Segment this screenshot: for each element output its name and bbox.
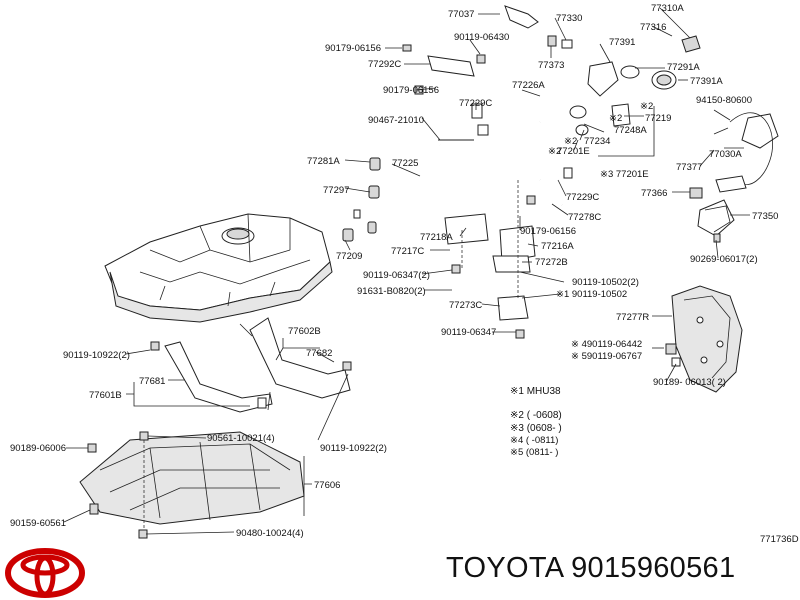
- label-77229C-a: 77229C: [459, 98, 492, 109]
- label-77209: 77209: [336, 251, 362, 262]
- note-x3: ※3 (0608- ): [510, 423, 562, 434]
- label-90179-06156-b: 90179-06156: [383, 85, 439, 96]
- label-90119-06347-2: 90119-06347(2): [363, 270, 430, 281]
- label-90561-10021: 90561-10021(4): [207, 433, 275, 444]
- label-77366: 77366: [641, 188, 667, 199]
- label-90159-60561: 90159-60561: [10, 518, 66, 529]
- label-77278C: 77278C: [568, 212, 601, 223]
- label-90119-06430: 90119-06430: [454, 32, 509, 43]
- label-77681: 77681: [139, 376, 165, 387]
- label-77272B: 77272B: [535, 257, 568, 268]
- label-77391A: 77391A: [690, 76, 723, 87]
- label-490119-06442: ※ 490119-06442: [571, 339, 642, 350]
- label-77273C: 77273C: [449, 300, 482, 311]
- label-77291A: 77291A: [667, 62, 700, 73]
- label-77601B: 77601B: [89, 390, 122, 401]
- pipe-brackets: [444, 180, 536, 339]
- label-77316: 77316: [640, 22, 666, 33]
- label-77248A: 77248A: [614, 125, 647, 136]
- label-90119-10502-2: 90119-10502(2): [572, 277, 639, 288]
- label-77030A: 77030A: [709, 149, 742, 160]
- label-77391: 77391: [609, 37, 635, 48]
- brand-part-number: TOYOTA 9015960561: [446, 552, 776, 596]
- note-x2: ※2 ( -0608): [510, 410, 562, 421]
- label-77216A: 77216A: [541, 241, 574, 252]
- label-90189-06006: 90189-06006: [10, 443, 66, 454]
- label-77037: 77037: [448, 9, 474, 20]
- label-90119-10922-a: 90119-10922(2): [63, 350, 130, 361]
- label-x2-77201E: ※2: [548, 146, 561, 157]
- label-90179-06156-c: 90179-06156: [520, 226, 576, 237]
- label-77234: 77234: [584, 136, 610, 147]
- fuel-tank-illustration: [104, 213, 333, 323]
- brand-text: TOYOTA 9015960561: [446, 552, 736, 584]
- label-77350: 77350: [752, 211, 778, 222]
- label-91631-B0820: 91631-B0820(2): [357, 286, 426, 297]
- label-90269-06017: 90269-06017(2): [690, 254, 758, 265]
- note-x1-mhu38: ※1 MHU38: [510, 386, 561, 397]
- note-x5: ※5 (0811- ): [510, 447, 558, 458]
- fuel-filler-pipes: [342, 88, 603, 243]
- label-94150-80600: 94150-80600: [696, 95, 752, 106]
- label-590119-06767: ※ 590119-06767: [571, 351, 642, 362]
- label-77606: 77606: [314, 480, 340, 491]
- label-77218A: 77218A: [420, 232, 453, 243]
- filler-neck-parts: [402, 5, 701, 205]
- label-77281A: 77281A: [307, 156, 340, 167]
- label-x2-77219: ※2: [640, 101, 653, 112]
- label-90119-10922-b: 90119-10922(2): [320, 443, 387, 454]
- label-77602B: 77602B: [288, 326, 321, 337]
- label-x2-77248A-a: ※2: [609, 113, 622, 124]
- label-90119-10502-x1: ※1 90119-10502: [556, 289, 627, 300]
- label-77310A: 77310A: [651, 3, 684, 14]
- label-77219: 77219: [645, 113, 671, 124]
- label-77377: 77377: [676, 162, 702, 173]
- label-90189-06013: 90189- 06013( 2): [653, 377, 726, 388]
- label-90179-06156-a: 90179-06156: [325, 43, 381, 54]
- label-77292C: 77292C: [368, 59, 401, 70]
- label-90467-21010: 90467-21010: [368, 115, 424, 126]
- label-77297: 77297: [323, 185, 349, 196]
- label-77682: 77682: [306, 348, 332, 359]
- note-x4: ※4 ( -0811): [510, 435, 558, 446]
- label-90119-06347: 90119-06347: [441, 327, 496, 338]
- label-77225: 77225: [392, 158, 418, 169]
- part-number-labels: 77037 77330 77310A 77316 90179-06156 901…: [10, 3, 799, 545]
- splash-shield: [665, 285, 743, 393]
- toyota-logo-icon: [5, 548, 85, 598]
- label-77330: 77330: [556, 13, 582, 24]
- label-77201E-b: ※3 77201E: [600, 169, 649, 180]
- label-x2-77234: ※2: [564, 136, 577, 147]
- label-90480-10024: 90480-10024(4): [236, 528, 304, 539]
- label-77229C-b: 77229C: [566, 192, 599, 203]
- fuel-tank-protector: [79, 431, 305, 539]
- label-77277R: 77277R: [616, 312, 649, 323]
- fuel-lid-assembly: [689, 112, 779, 243]
- tank-straps: [150, 317, 352, 413]
- leader-lines: [63, 7, 750, 535]
- label-77201E-a: 77201E: [557, 146, 590, 157]
- diagram-reference-code: 771736D: [760, 534, 799, 545]
- label-77217C: 77217C: [391, 246, 424, 257]
- label-77226A: 77226A: [512, 80, 545, 91]
- label-77373: 77373: [538, 60, 564, 71]
